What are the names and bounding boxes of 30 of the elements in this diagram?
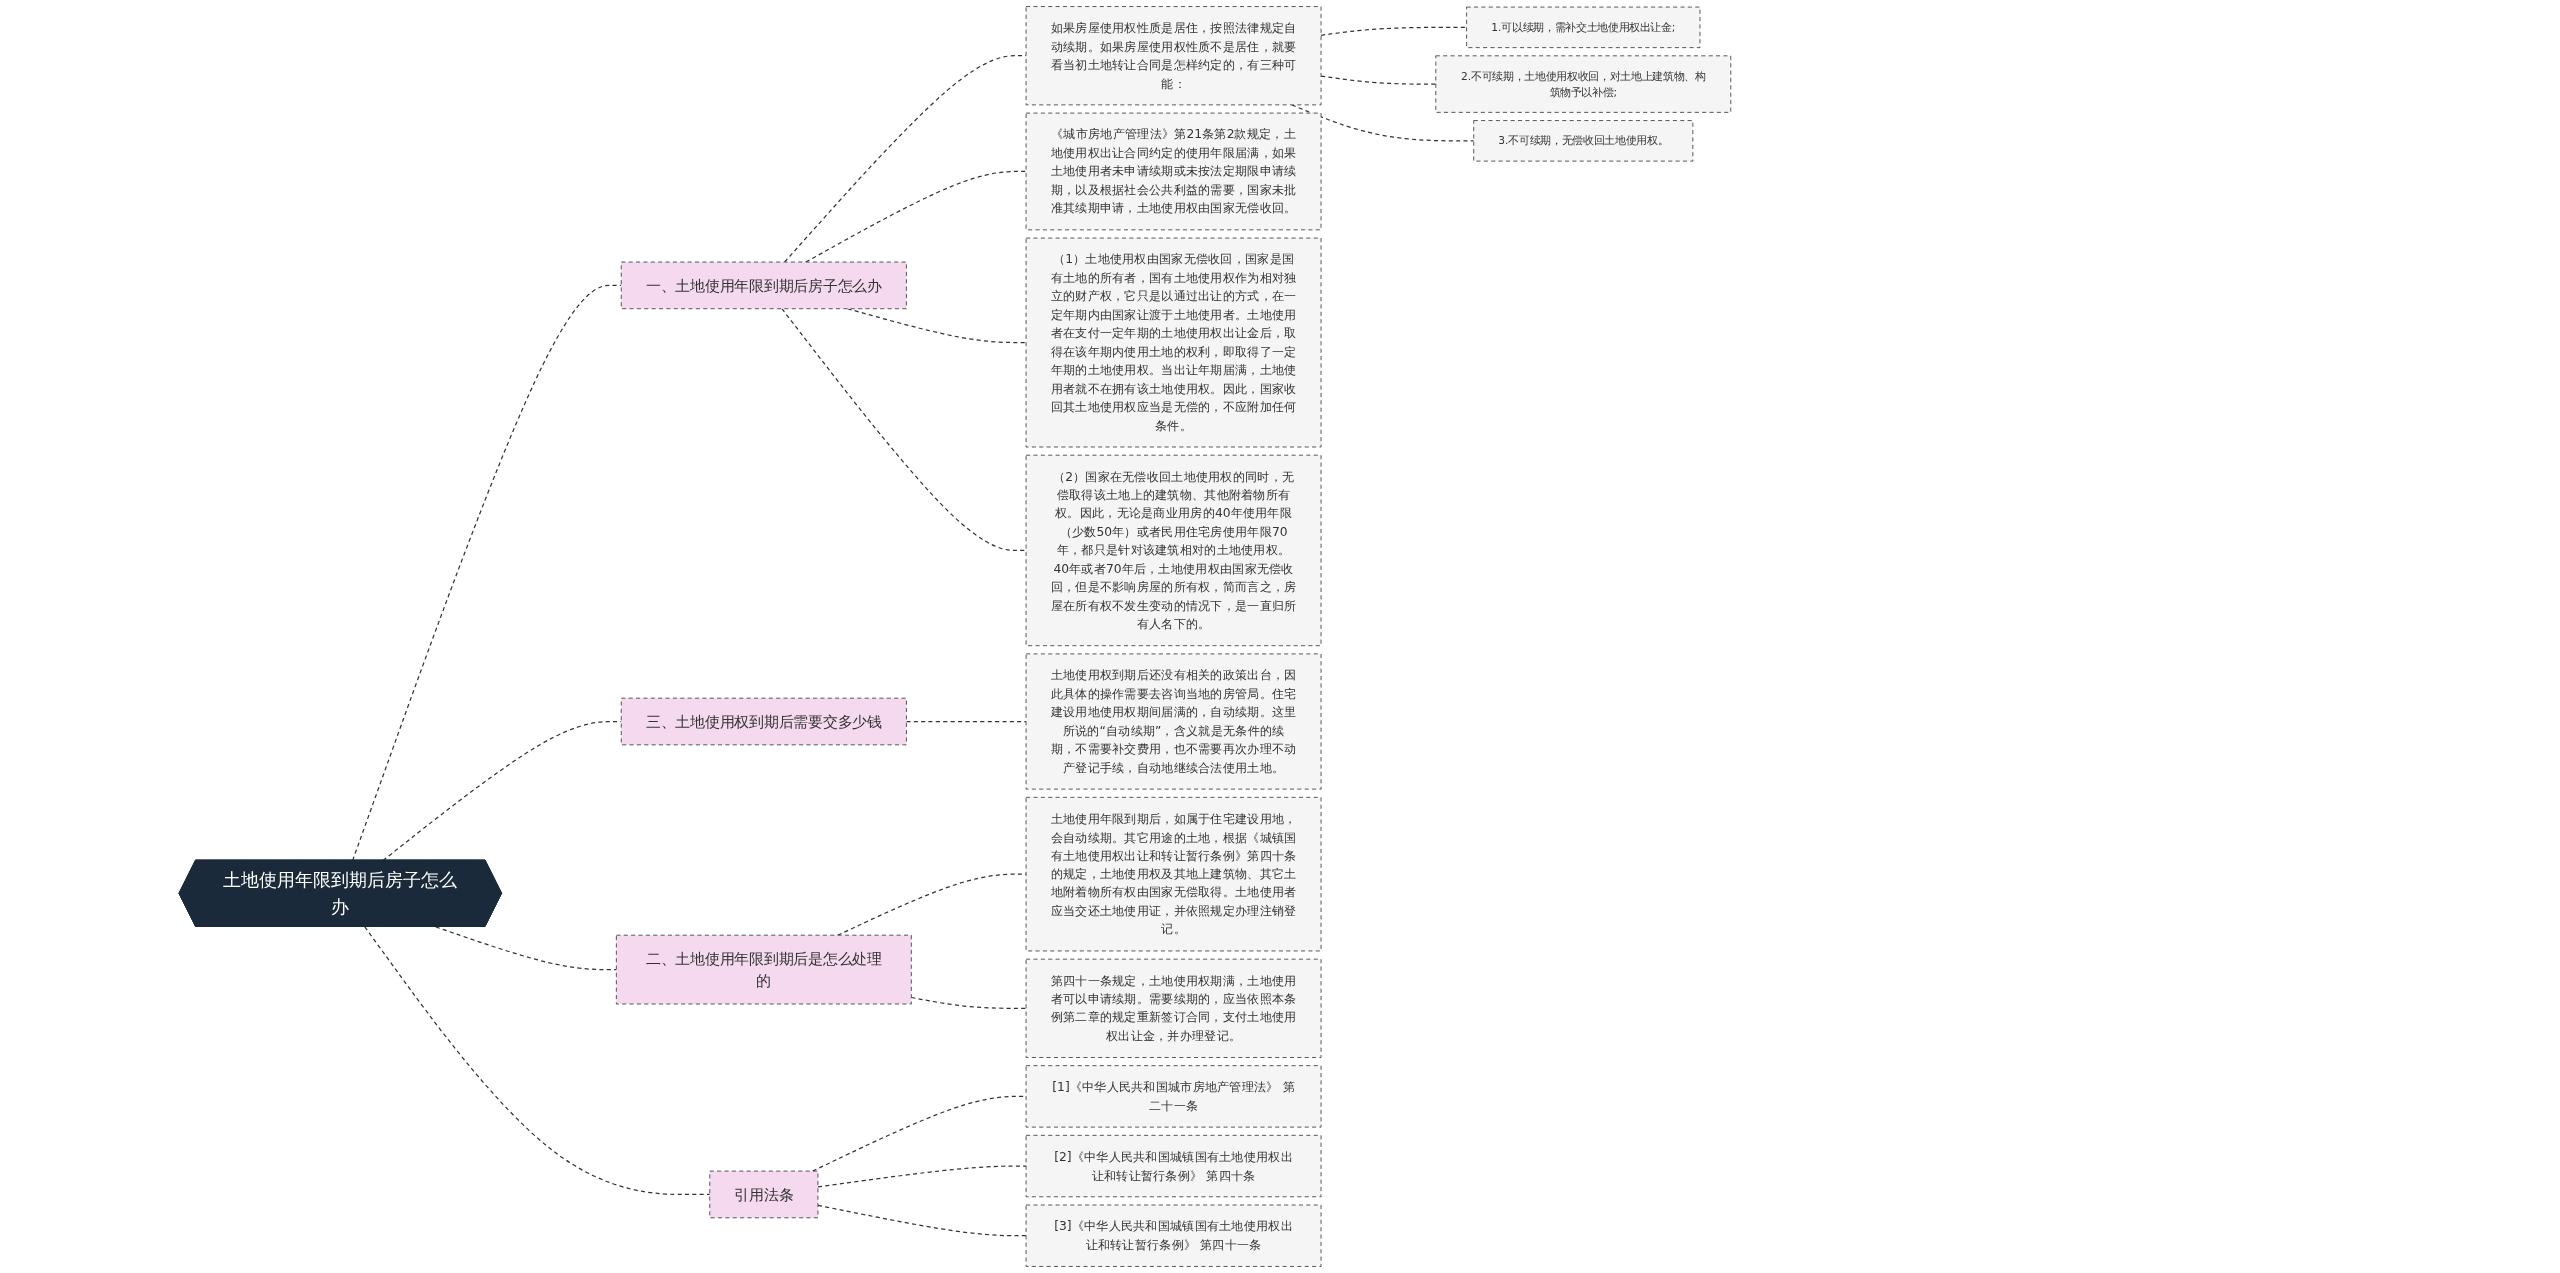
connector	[817, 1165, 1027, 1188]
connector	[910, 996, 1027, 1009]
node-box: 3.不可续期，无偿收回土地使用权。	[1473, 120, 1694, 162]
connector	[352, 284, 622, 862]
node-box: 一、土地使用年限到期后房子怎么办	[620, 261, 907, 310]
node-box: 1.可以续期，需补交土地使用权出让金;	[1466, 6, 1701, 49]
node-box: （2）国家在无偿收回土地使用权的同时，无偿取得该土地上的建筑物、其他附着物所有权。因此，无论是商业用房的40年使用年限（少数50年）或者民用住宅房使用年限70年，都只是针对该建筑相对的土地使用权。40年或者70年后，土地使用权由国家无偿收回，但是不影响房屋的所有权，简而言之，房屋在所有权不发生变动的情况下，是一直归所有人名下的。	[1025, 454, 1322, 647]
connector	[905, 720, 1027, 723]
node-box: 2.不可续期，土地使用权收回，对土地上建筑物、构筑物予以补偿;	[1435, 55, 1732, 113]
connector	[1320, 26, 1468, 36]
node-box: 土地使用年限到期后，如属于住宅建设用地，会自动续期。其它用途的土地，根据《城镇国有土地使用权出让和转让暂行条例》第四十条的规定，土地使用权及其地上建筑物、其它土地附着物所有权由国家无偿取得。土地使用者应当交还土地使用证，并依照规定办理注销登记。	[1025, 796, 1322, 952]
connector	[805, 170, 1027, 263]
connector	[784, 55, 1027, 263]
node-box: 《城市房地产管理法》第21条第2款规定，土地使用权出让合同约定的使用年限届满，如果土地使用者未申请续期或未按法定期限申请续期，以及根据社会公共利益的需要，国家未批准其续期申请，土地使用权由国家无偿收回。	[1025, 112, 1322, 231]
node-box: [3]《中华人民共和国城镇国有土地使用权出让和转让暂行条例》 第四十一条	[1025, 1204, 1322, 1267]
node-box: 二、土地使用年限到期后是怎么处理的	[615, 934, 912, 1005]
node-box: [1]《中华人民共和国城市房地产管理法》 第二十一条	[1025, 1065, 1322, 1128]
node-box: 第四十一条规定，土地使用权期满，土地使用者可以申请续期。需要续期的，应当依照本条例第二章的规定重新签订合同，支付土地使用权出让金，并办理登记。	[1025, 958, 1322, 1058]
node-box: 引用法条	[709, 1170, 819, 1219]
connector	[817, 1204, 1027, 1237]
node-box: 如果房屋使用权性质是居住，按照法律规定自动续期。如果房屋使用权性质不是居住，就要看当初土地转让合同是怎样约定的，有三种可能：	[1025, 6, 1322, 106]
connector	[1320, 75, 1437, 85]
connector	[364, 926, 711, 1196]
connector	[435, 926, 617, 971]
node-box: [2]《中华人民共和国城镇国有土地使用权出让和转让暂行条例》 第四十条	[1025, 1134, 1322, 1198]
connector	[812, 1095, 1027, 1172]
node-box: 三、土地使用权到期后需要交多少钱	[620, 697, 907, 746]
node-box: （1）土地使用权由国家无偿收回，国家是国有土地的所有者，国有土地使用权作为相对独立的财产权，它只是以通过出让的方式，在一定年期内由国家让渡于土地使用者。土地使用者在支付一定年期的土地使用权出让金后，取得在该年期内使用土地的权利，即取得了一定年期的土地使用权。当出让年期届满，土地使用者就不在拥有该土地使用权。因此，国家收回其土地使用权应当是无偿的，不应附加任何条件。	[1025, 237, 1322, 448]
connector	[781, 308, 1027, 552]
node-box: 土地使用权到期后还没有相关的政策出台，因此具体的操作需要去咨询当地的房管局。住宅建设用地使用权期间届满的，自动续期。这里所说的“自动续期”，含义就是无条件的续期，不需要补交费用，也不需要再次办理不动产登记手续，自动地继续合法使用土地。	[1025, 653, 1322, 790]
